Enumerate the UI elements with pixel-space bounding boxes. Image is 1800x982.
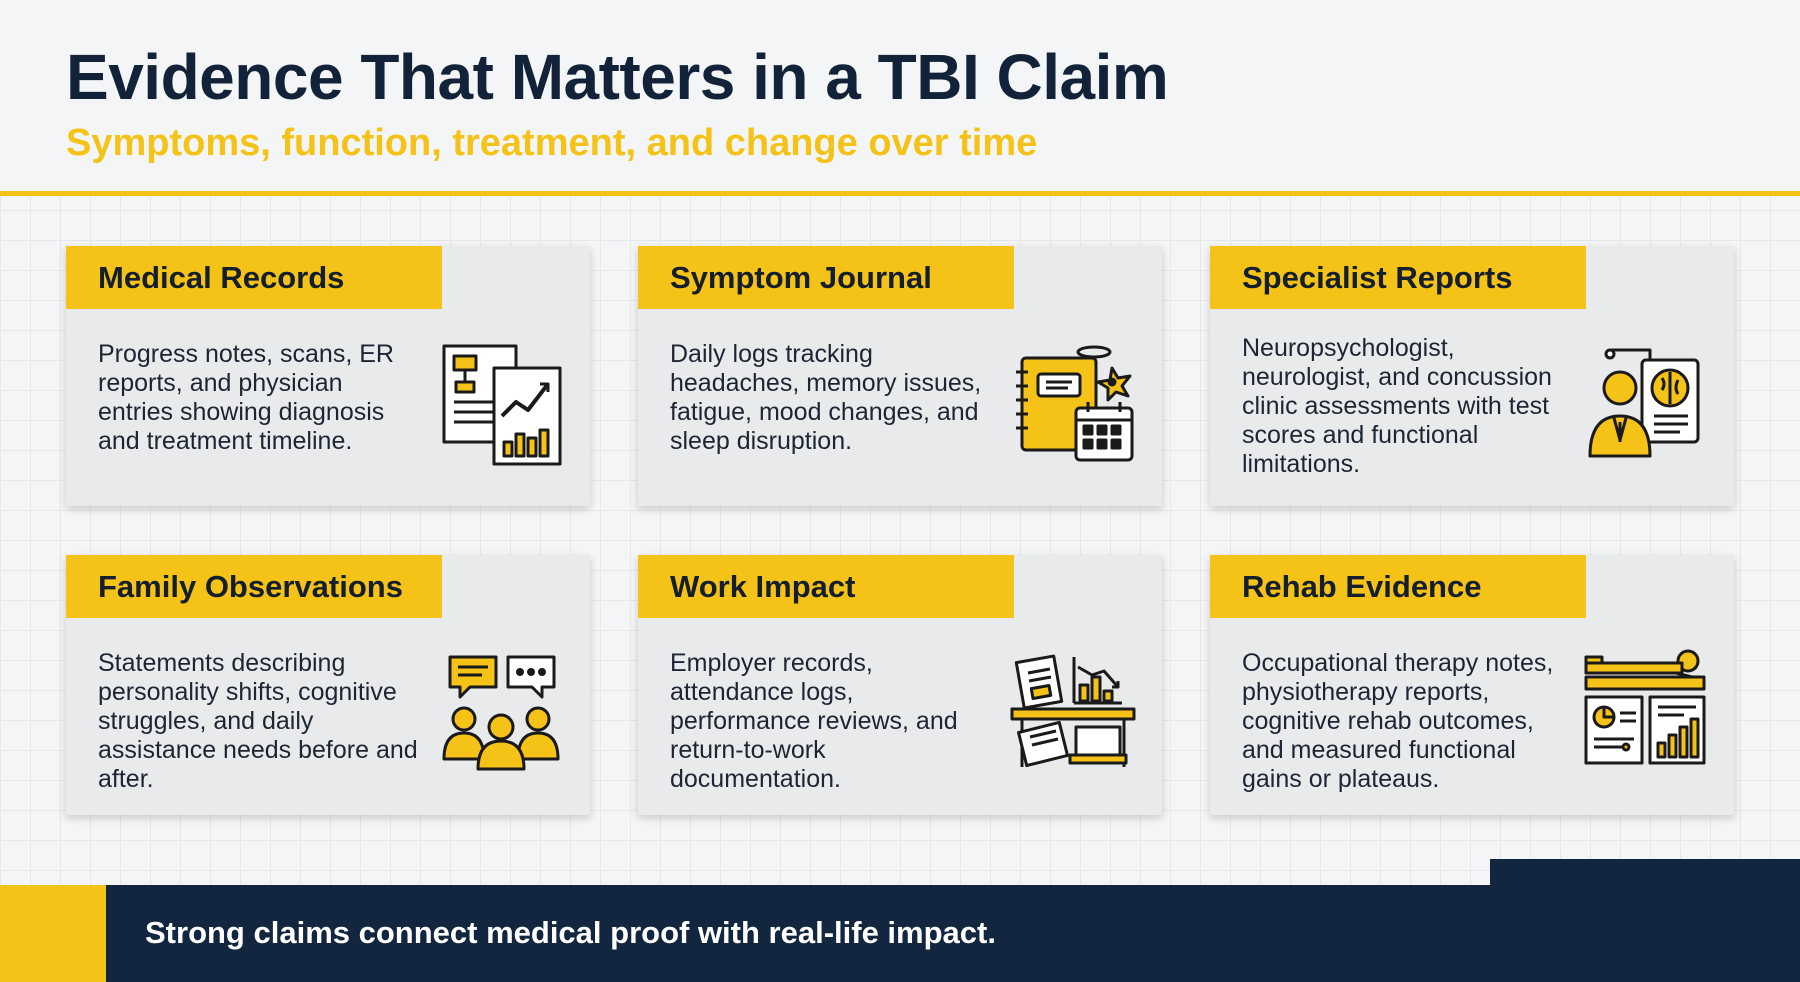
card-rehab-evidence: Rehab Evidence Occupational therapy note…	[1210, 555, 1734, 815]
card-title: Work Impact	[670, 569, 856, 604]
card-title: Family Observations	[98, 569, 403, 604]
footer-accent	[0, 885, 106, 982]
card-work-impact: Work Impact Employer records, attendance…	[638, 555, 1162, 815]
footer-tagline: Strong claims connect medical proof with…	[145, 915, 996, 950]
card-description: Daily logs tracking headaches, memory is…	[670, 340, 982, 455]
family-speech-bubbles-icon	[442, 655, 560, 771]
journal-calendar-icon	[1016, 345, 1134, 462]
page-subtitle: Symptoms, function, treatment, and chang…	[66, 122, 1038, 164]
header: Evidence That Matters in a TBI Claim Sym…	[0, 0, 1800, 196]
card-description: Occupational therapy notes, physiotherap…	[1242, 649, 1554, 793]
page-title: Evidence That Matters in a TBI Claim	[66, 41, 1169, 113]
card-title-tab: Work Impact	[638, 555, 1014, 618]
card-symptom-journal: Symptom Journal Daily logs tracking head…	[638, 246, 1162, 506]
card-title: Symptom Journal	[670, 260, 932, 295]
medical-records-chart-icon	[442, 344, 562, 466]
card-title: Specialist Reports	[1242, 260, 1513, 295]
card-title-tab: Medical Records	[66, 246, 442, 309]
footer-banner: Strong claims connect medical proof with…	[0, 885, 1800, 982]
card-specialist-reports: Specialist Reports Neuropsychologist, ne…	[1210, 246, 1734, 506]
doctor-brain-report-icon	[1588, 348, 1700, 458]
card-title-tab: Rehab Evidence	[1210, 555, 1586, 618]
card-title: Medical Records	[98, 260, 345, 295]
workplace-documents-icon	[1010, 654, 1136, 768]
card-title: Rehab Evidence	[1242, 569, 1482, 604]
card-description: Neuropsychologist, neurologist, and conc…	[1242, 334, 1552, 478]
card-description: Statements describing personality shifts…	[98, 649, 418, 793]
card-title-tab: Family Observations	[66, 555, 442, 618]
rehab-progress-icon	[1584, 649, 1706, 765]
card-family-observations: Family Observations Statements describin…	[66, 555, 590, 815]
card-description: Progress notes, scans, ER reports, and p…	[98, 340, 394, 455]
card-title-tab: Symptom Journal	[638, 246, 1014, 309]
card-title-tab: Specialist Reports	[1210, 246, 1586, 309]
card-description: Employer records, attendance logs, perfo…	[670, 649, 958, 793]
card-medical-records: Medical Records Progress notes, scans, E…	[66, 246, 590, 506]
